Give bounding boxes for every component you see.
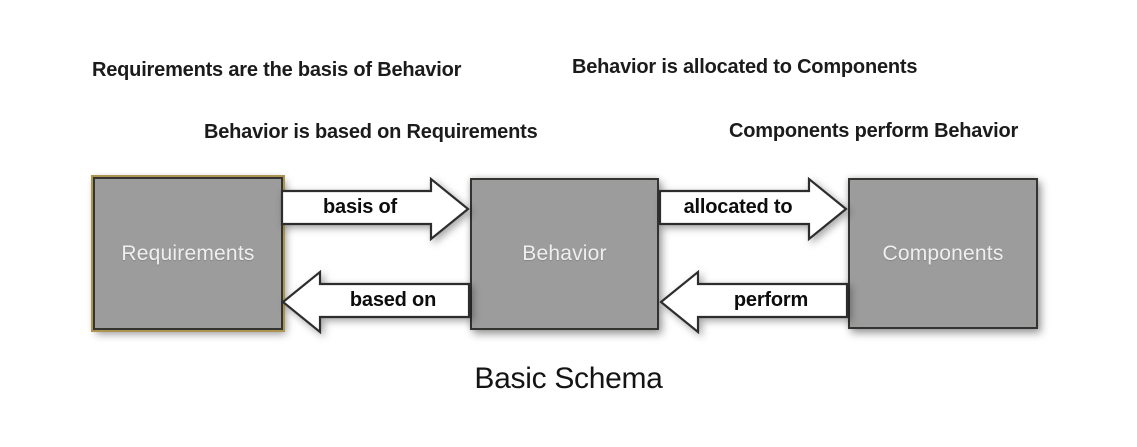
node-requirements[interactable]: Requirements [91, 175, 285, 332]
annotation-components-perform-behavior: Components perform Behavior [729, 120, 1019, 142]
node-requirements-label: Requirements [121, 241, 255, 265]
node-components-label: Components [882, 241, 1004, 265]
node-behavior[interactable]: Behavior [470, 178, 659, 330]
right-arrow-icon [280, 176, 470, 242]
edge-based-on-label: based on [349, 289, 437, 311]
diagram-title: Basic Schema [474, 362, 663, 395]
right-arrow-icon [658, 176, 848, 242]
edge-allocated-to-label: allocated to [683, 196, 793, 218]
edge-based-on[interactable]: based on [281, 269, 471, 335]
edge-basis-of[interactable]: basis of [280, 176, 470, 242]
edge-perform-label: perform [733, 289, 809, 311]
edge-allocated-to[interactable]: allocated to [658, 176, 848, 242]
left-arrow-icon [659, 269, 849, 335]
annotation-behavior-allocated-to-components: Behavior is allocated to Components [572, 56, 918, 78]
node-components[interactable]: Components [848, 178, 1038, 329]
edge-basis-of-label: basis of [323, 196, 397, 218]
node-behavior-label: Behavior [522, 242, 607, 265]
left-arrow-icon [281, 269, 471, 335]
annotation-requirements-basis-of-behavior: Requirements are the basis of Behavior [92, 59, 462, 81]
annotation-behavior-based-on-requirements: Behavior is based on Requirements [204, 121, 538, 143]
edge-perform[interactable]: perform [659, 269, 849, 335]
